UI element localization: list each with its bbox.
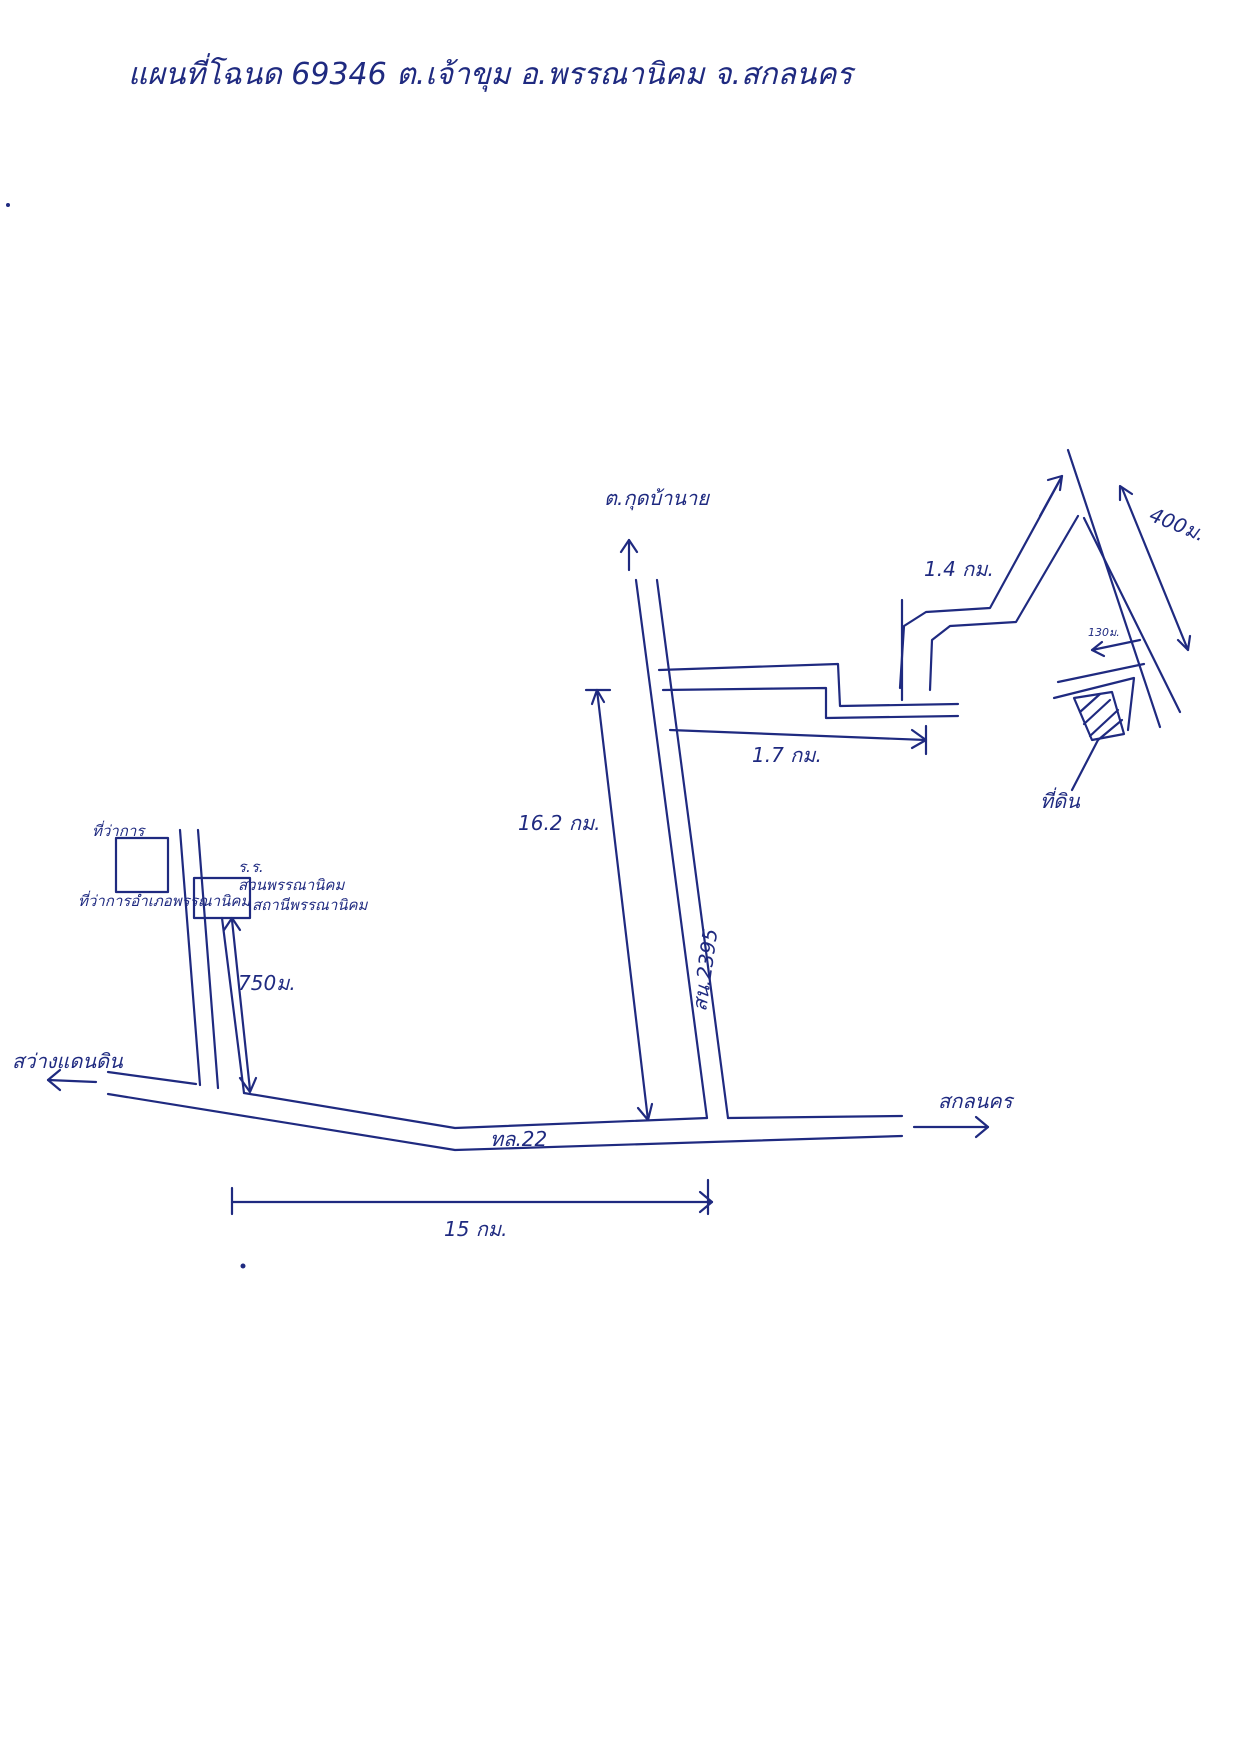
dist-small-label: 130ม. [1088, 626, 1120, 639]
dim-vertical [584, 688, 654, 1122]
left-building-box [114, 836, 170, 894]
stray-dot [6, 203, 10, 207]
side-road [178, 828, 246, 1095]
west-arrow-icon [46, 1068, 98, 1092]
map-title: แผนที่โฉนด 69346 ต.เจ้าขุม อ.พรรณานิคม จ… [128, 53, 856, 92]
highway-label: ทล.22 [490, 1127, 547, 1151]
dist-highway-label: 15 กม. [444, 1217, 507, 1241]
dim-side-road [222, 916, 258, 1094]
school-box [192, 876, 252, 920]
dim-small [1090, 638, 1142, 658]
east-arrow-icon [912, 1115, 990, 1139]
dim-highway [230, 1178, 714, 1216]
stray-dot [240, 1263, 246, 1269]
highway-22 [106, 1070, 904, 1152]
dist-east-branch-label: 1.7 กม. [752, 743, 822, 767]
dim-east-branch [668, 724, 928, 756]
road-2395-label: สน.2395 [687, 927, 722, 1013]
east-destination-label: สกลนคร [938, 1089, 1015, 1113]
dist-side-road-label: 750ม. [238, 971, 296, 995]
west-destination-label: สว่างแดนดิน [12, 1049, 124, 1073]
left-building-name-label: ที่ว่าการอำเภอพรรณานิคม [78, 890, 251, 910]
plot-marker-label: ที่ดิน [1040, 787, 1081, 813]
dist-far-road-label: 400ม. [1146, 502, 1209, 546]
north-destination-label: ต.กุดบ้านาย [604, 486, 710, 511]
land-plot-marker [1070, 690, 1126, 792]
far-right-road [1052, 448, 1182, 732]
east-branch-road [657, 662, 960, 720]
school-full-label: สถานีพรรณานิคม [252, 896, 369, 914]
dist-diagonal-label: 1.4 กม. [924, 557, 994, 581]
school-box-label: ร.ร. [238, 858, 264, 876]
dist-vertical-label: 16.2 กม. [518, 811, 601, 835]
school-name-label: สวนพรรณานิคม [238, 876, 345, 894]
dim-far-road [1118, 484, 1192, 652]
diagonal-road [898, 474, 1080, 692]
left-building-box-label: ที่ว่าการ [92, 820, 146, 840]
